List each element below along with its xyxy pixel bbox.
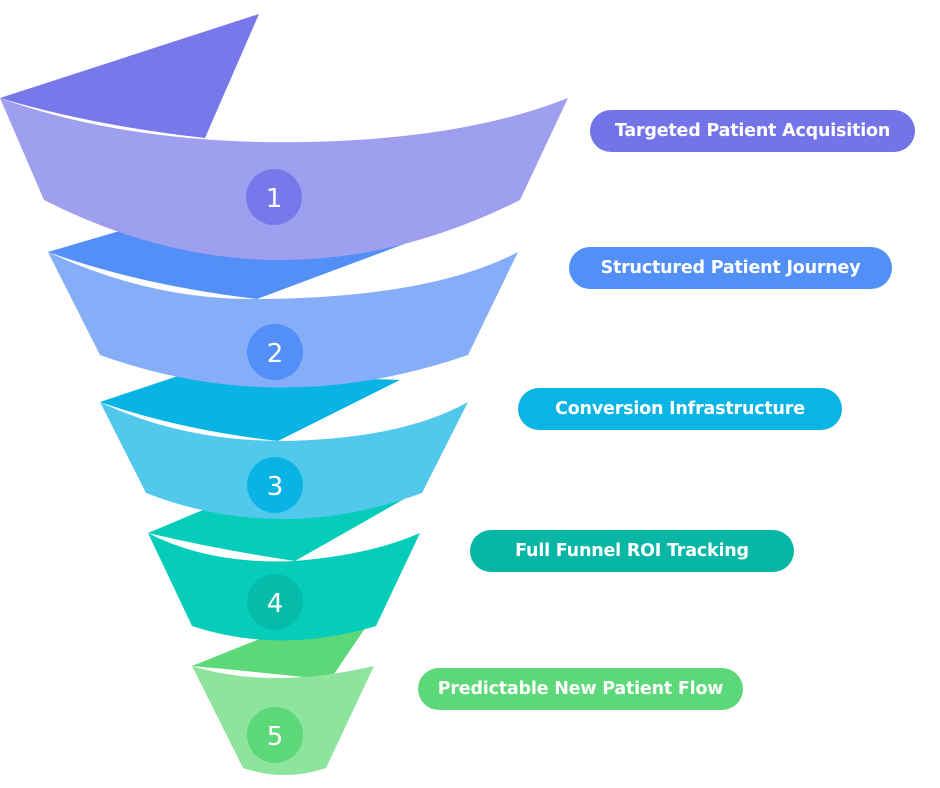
stage-4-label-pill: Full Funnel ROI Tracking — [470, 530, 794, 572]
funnel-stage-5: 5 — [192, 618, 374, 775]
funnel-stage-3: 3 — [100, 372, 468, 519]
stage-1-label: Targeted Patient Acquisition — [614, 121, 891, 141]
stage-3-label-pill: Conversion Infrastructure — [518, 388, 842, 430]
funnel-stage-4: 4 — [148, 486, 420, 641]
stage-3-number: 3 — [267, 472, 284, 502]
funnel-stage-1: 1 — [0, 14, 568, 260]
stage-2-label-pill: Structured Patient Journey — [569, 247, 892, 289]
funnel-stage-2-band — [48, 252, 518, 388]
stage-5-label-pill: Predictable New Patient Flow — [418, 668, 743, 710]
stage-2-number-badge — [247, 324, 303, 380]
stage-4-number: 4 — [267, 589, 284, 619]
stage-2-number: 2 — [267, 339, 284, 369]
funnel-stage-3-back-flap — [100, 372, 400, 441]
stage-3-label: Conversion Infrastructure — [555, 399, 805, 419]
stage-4-label: Full Funnel ROI Tracking — [515, 541, 749, 561]
stage-4-number-badge — [247, 574, 303, 630]
stage-1-number-badge — [246, 169, 302, 225]
stage-5-number-badge — [247, 707, 303, 763]
stage-1-number: 1 — [266, 184, 283, 214]
stage-1-label-pill: Targeted Patient Acquisition — [590, 110, 915, 152]
stage-3-number-badge — [247, 457, 303, 513]
stage-2-label: Structured Patient Journey — [600, 258, 861, 278]
stage-5-label: Predictable New Patient Flow — [437, 679, 724, 699]
funnel-stage-1-back-flap — [0, 14, 259, 138]
stage-5-number: 5 — [267, 722, 284, 752]
